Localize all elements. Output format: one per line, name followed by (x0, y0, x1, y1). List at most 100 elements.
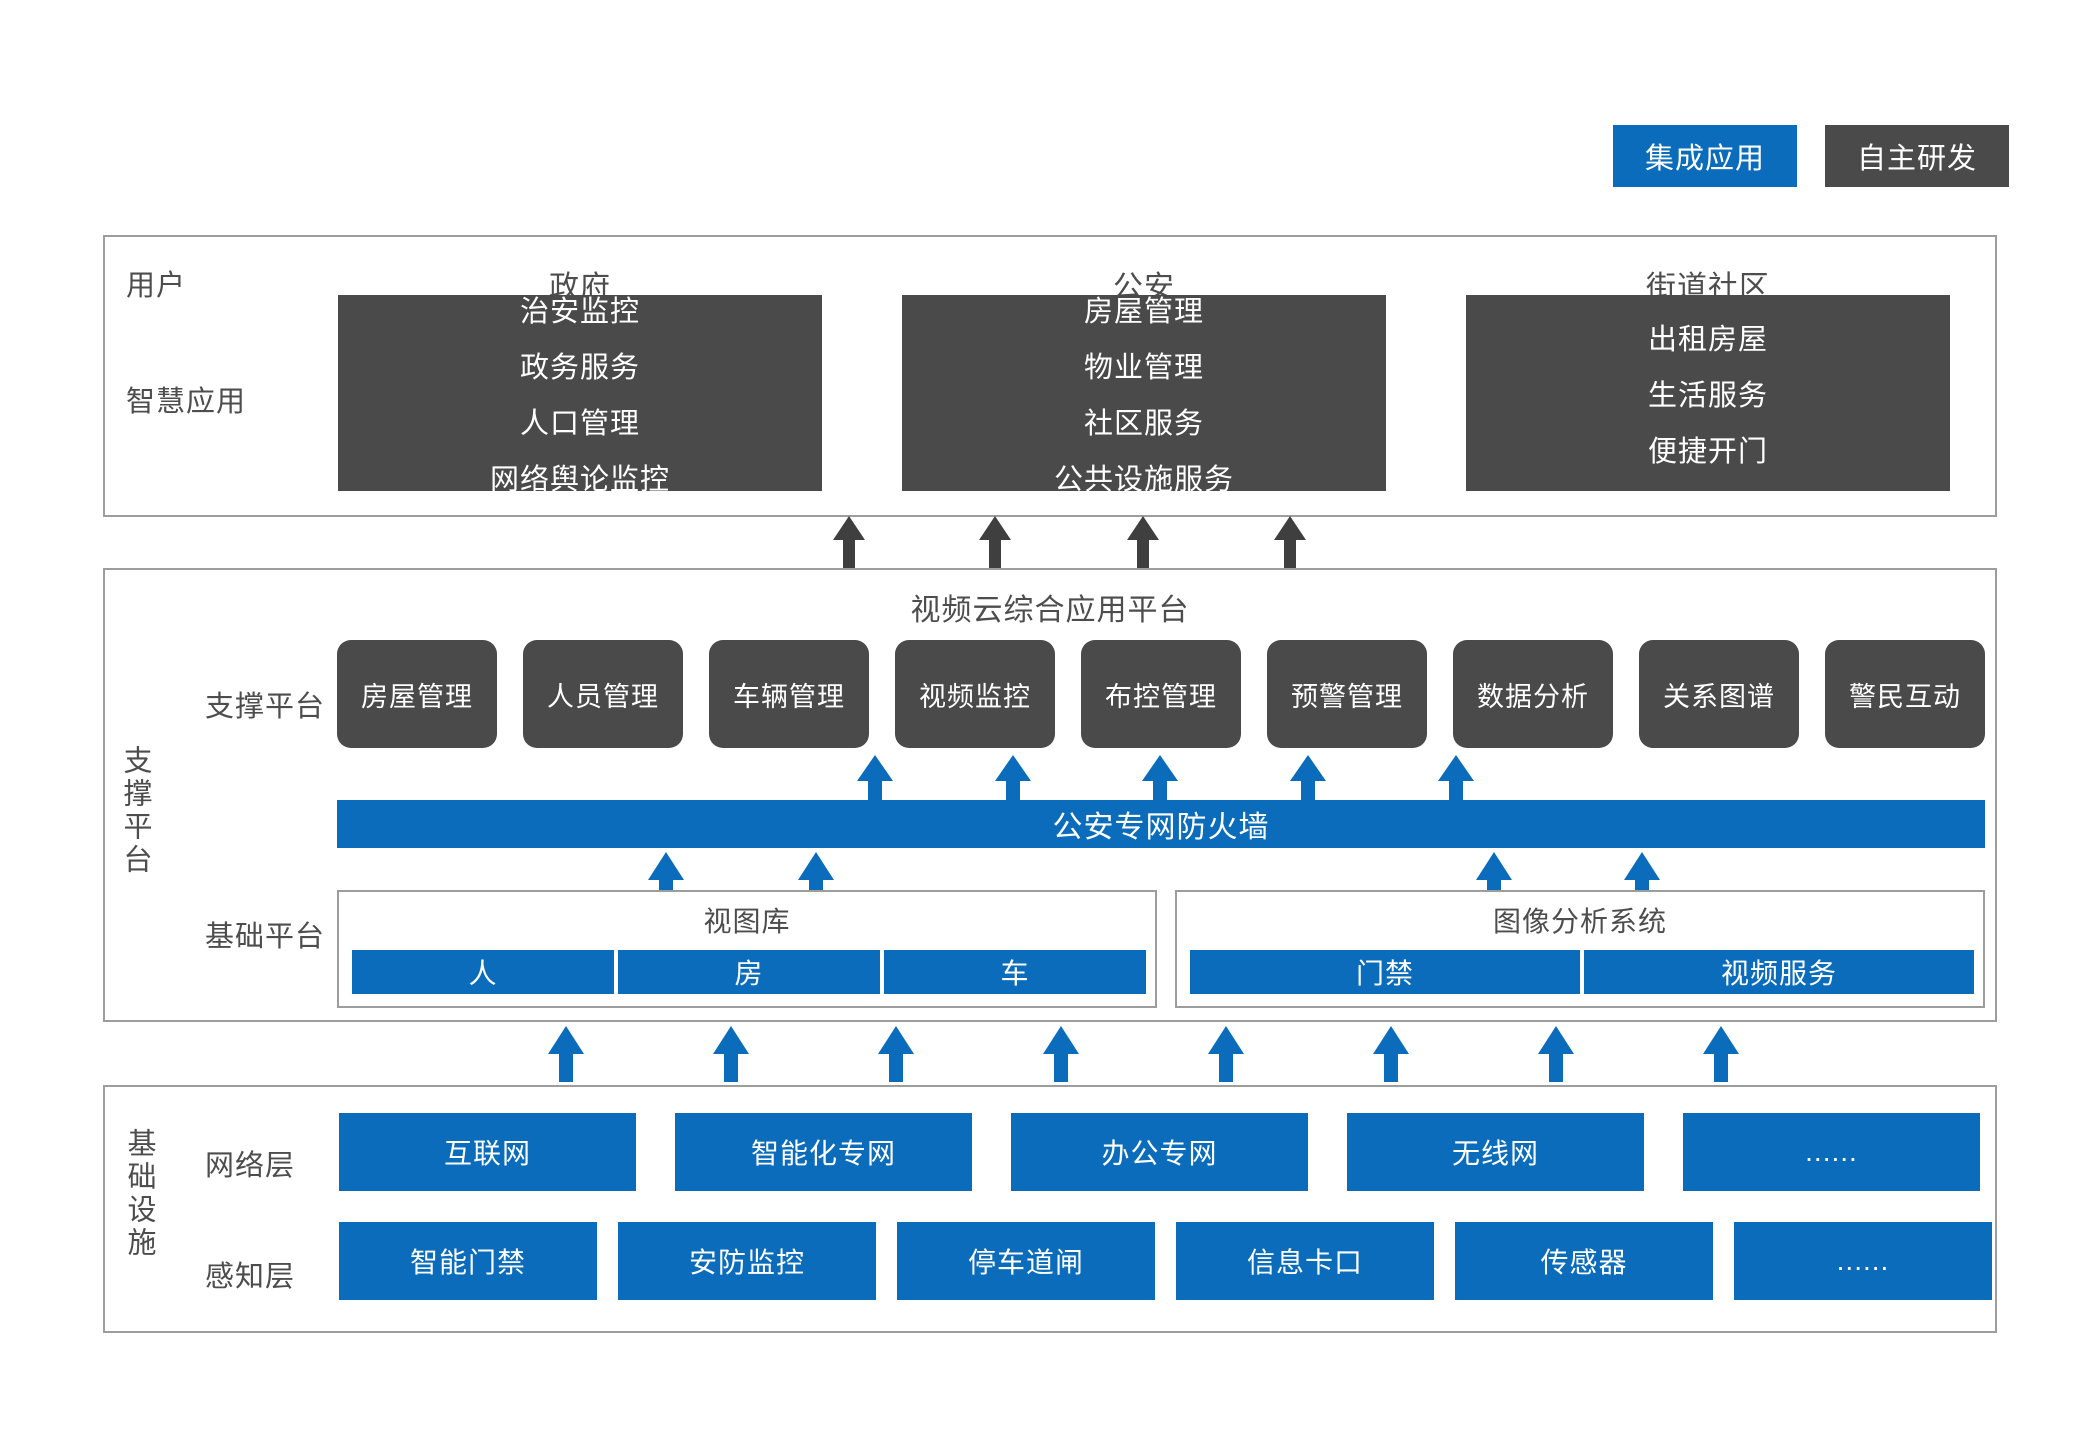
perception-layer-item-label: 停车道闸 (967, 1247, 1084, 1278)
base-item-label: 门禁 (1355, 958, 1414, 989)
base-item-video-service[interactable]: 视频服务 (1584, 950, 1974, 994)
arrow-up-blue (1622, 852, 1662, 908)
arrow-up-blue (711, 1026, 751, 1082)
network-layer-item-internet[interactable]: 互联网 (339, 1113, 636, 1191)
network-layer-item-label: 无线网 (1451, 1138, 1539, 1169)
arrow-up-blue (1288, 755, 1328, 807)
network-layer-item-label: 互联网 (443, 1138, 531, 1169)
perception-layer-item-ellipsis[interactable]: ...... (1734, 1222, 1992, 1300)
app-item: 治安监控 (519, 296, 640, 328)
app-item: 社区服务 (1083, 408, 1204, 440)
base-item-house[interactable]: 房 (618, 950, 880, 994)
support-tile-video-surveillance[interactable]: 视频监控 (895, 640, 1055, 748)
arrow-up-blue (1474, 852, 1514, 908)
perception-layer-item-label: 传感器 (1540, 1247, 1628, 1278)
network-layer-item-intelligent-private-network[interactable]: 智能化专网 (675, 1113, 972, 1191)
app-item: 物业管理 (1083, 352, 1204, 384)
base-item-label: 视频服务 (1720, 958, 1837, 989)
support-tile-vehicle-management[interactable]: 车辆管理 (709, 640, 869, 748)
app-item: 网络舆论监控 (489, 464, 670, 496)
app-item: 生活服务 (1647, 380, 1768, 412)
arrow-up-blue (1041, 1026, 1081, 1082)
support-tile-label: 警民互动 (1849, 681, 1961, 712)
arrow-up-blue (855, 755, 895, 807)
perception-layer-item-smart-access-control[interactable]: 智能门禁 (339, 1222, 597, 1300)
arrow-up-blue (646, 852, 686, 908)
arrow-up-blue (1536, 1026, 1576, 1082)
network-layer-item-ellipsis[interactable]: ...... (1683, 1113, 1980, 1191)
support-tile-relationship-graph[interactable]: 关系图谱 (1639, 640, 1799, 748)
row-label-smart-app: 智慧应用 (126, 386, 247, 418)
perception-layer-item-label: 信息卡口 (1246, 1247, 1363, 1278)
side-label-infrastructure: 基础设施 (123, 1128, 155, 1260)
platform-title: 视频云综合应用平台 (910, 594, 1190, 627)
base-item-label: 车 (1000, 958, 1030, 989)
row-label-base-platform: 基础平台 (205, 921, 326, 953)
app-item: 出租房屋 (1647, 324, 1768, 356)
arrow-up-blue (1140, 755, 1180, 807)
app-block-public-security: 房屋管理 物业管理 社区服务 公共设施服务 (902, 295, 1386, 496)
network-layer-item-label: 智能化专网 (750, 1138, 896, 1169)
firewall-label: 公安专网防火墙 (1052, 811, 1270, 844)
arrow-up-blue (1701, 1026, 1741, 1082)
firewall-bar: 公安专网防火墙 (337, 800, 1985, 848)
perception-layer-item-label: 安防监控 (688, 1247, 805, 1278)
arrow-up-dark (1272, 516, 1308, 568)
legend-label-integrated: 集成应用 (1644, 143, 1765, 175)
legend: 集成应用 自主研发 (1613, 125, 2009, 187)
support-tile-data-analysis[interactable]: 数据分析 (1453, 640, 1613, 748)
support-tile-label: 视频监控 (919, 681, 1031, 712)
arrow-up-blue (1206, 1026, 1246, 1082)
legend-chip-integrated: 集成应用 (1613, 125, 1797, 187)
app-item: 政务服务 (519, 352, 640, 384)
row-label-perception-layer: 感知层 (205, 1261, 296, 1293)
arrow-up-blue (876, 1026, 916, 1082)
support-tile-label: 车辆管理 (733, 681, 845, 712)
support-tile-personnel-management[interactable]: 人员管理 (523, 640, 683, 748)
base-item-person[interactable]: 人 (352, 950, 614, 994)
app-item: 房屋管理 (1083, 296, 1204, 328)
app-block-government: 治安监控 政务服务 人口管理 网络舆论监控 (338, 295, 822, 496)
base-item-access-control[interactable]: 门禁 (1190, 950, 1580, 994)
arrow-up-blue (1371, 1026, 1411, 1082)
base-group-title-view-library: 视图库 (703, 906, 791, 937)
side-label-support-platform: 支撑平台 (119, 745, 151, 877)
app-block-street-community: 出租房屋 生活服务 便捷开门 (1466, 295, 1950, 491)
support-tile-police-public-interaction[interactable]: 警民互动 (1825, 640, 1985, 748)
app-item: 人口管理 (519, 408, 640, 440)
network-layer-item-label: ...... (1805, 1136, 1858, 1167)
legend-label-self-developed: 自主研发 (1856, 143, 1977, 175)
arrow-up-dark (1125, 516, 1161, 568)
arrow-up-dark (831, 516, 867, 568)
perception-layer-item-sensor[interactable]: 传感器 (1455, 1222, 1713, 1300)
base-item-label: 人 (468, 958, 498, 989)
network-layer-item-wireless-network[interactable]: 无线网 (1347, 1113, 1644, 1191)
app-item: 便捷开门 (1647, 436, 1768, 468)
arrow-up-blue (546, 1026, 586, 1082)
support-tile-label: 预警管理 (1291, 681, 1403, 712)
perception-layer-item-checkpoint[interactable]: 信息卡口 (1176, 1222, 1434, 1300)
perception-layer-item-parking-barrier[interactable]: 停车道闸 (897, 1222, 1155, 1300)
arrow-up-blue (993, 755, 1033, 807)
perception-layer-item-label: ...... (1836, 1245, 1890, 1276)
base-item-vehicle[interactable]: 车 (884, 950, 1146, 994)
legend-chip-self-developed: 自主研发 (1825, 125, 2009, 187)
support-tile-label: 人员管理 (547, 681, 659, 712)
support-tile-label: 数据分析 (1477, 681, 1589, 712)
support-tile-label: 房屋管理 (361, 681, 473, 712)
row-label-user: 用户 (126, 270, 187, 302)
perception-layer-item-label: 智能门禁 (409, 1247, 526, 1278)
support-tile-deployment-management[interactable]: 布控管理 (1081, 640, 1241, 748)
row-label-network-layer: 网络层 (205, 1150, 296, 1182)
app-item: 公共设施服务 (1053, 464, 1234, 496)
base-item-label: 房 (734, 958, 764, 989)
arrow-up-blue (1436, 755, 1476, 807)
support-tile-label: 布控管理 (1105, 681, 1217, 712)
network-layer-item-office-private-network[interactable]: 办公专网 (1011, 1113, 1308, 1191)
perception-layer-item-security-surveillance[interactable]: 安防监控 (618, 1222, 876, 1300)
row-label-support-platform: 支撑平台 (205, 691, 326, 723)
arrow-up-blue (796, 852, 836, 908)
support-tile-house-management[interactable]: 房屋管理 (337, 640, 497, 748)
support-tile-early-warning-management[interactable]: 预警管理 (1267, 640, 1427, 748)
